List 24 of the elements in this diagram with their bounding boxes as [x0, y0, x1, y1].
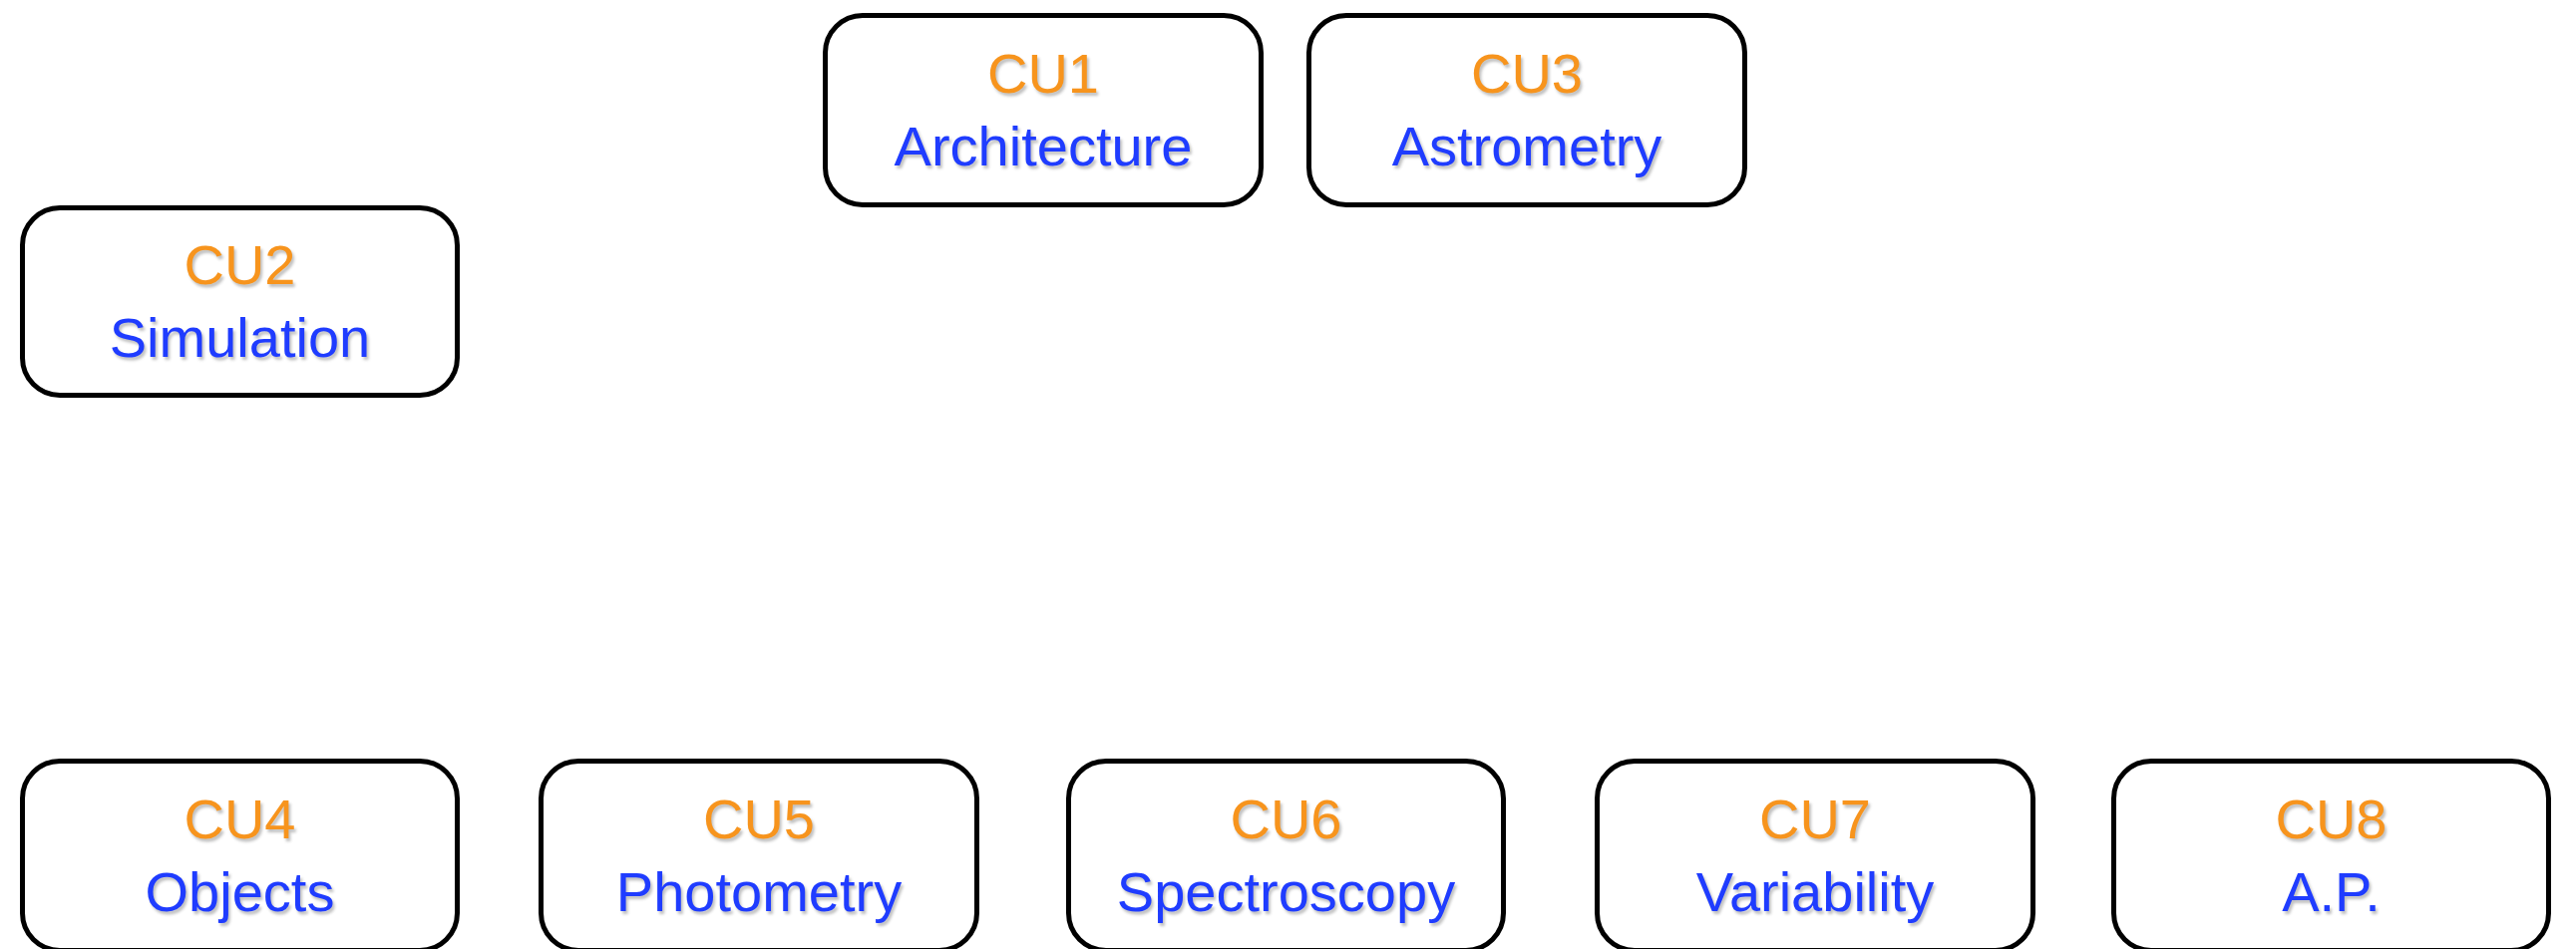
unit-code: CU4 — [184, 786, 296, 852]
unit-box — [2111, 759, 2551, 949]
unit-box — [20, 759, 460, 949]
unit-title: Spectroscopy — [1116, 858, 1456, 925]
unit-code: CU1 — [987, 40, 1099, 107]
unit-code: CU5 — [703, 786, 815, 852]
unit-title: Variability — [1695, 858, 1935, 925]
unit-box — [1595, 759, 2035, 949]
unit-code: CU3 — [1471, 40, 1583, 107]
unit-title: A.P. — [2282, 858, 2381, 925]
unit-title: Architecture — [894, 113, 1193, 179]
unit-box — [1306, 13, 1747, 207]
unit-title: Photometry — [615, 858, 903, 925]
unit-box — [823, 13, 1264, 207]
unit-box — [539, 759, 979, 949]
unit-code: CU8 — [2275, 786, 2388, 852]
unit-title: Astrometry — [1391, 113, 1662, 179]
unit-code: CU6 — [1230, 786, 1342, 852]
unit-code: CU2 — [184, 231, 296, 298]
unit-code: CU7 — [1759, 786, 1871, 852]
unit-title: Simulation — [109, 304, 371, 371]
unit-title: Objects — [145, 858, 335, 925]
unit-box — [20, 205, 460, 398]
unit-box — [1066, 759, 1506, 949]
